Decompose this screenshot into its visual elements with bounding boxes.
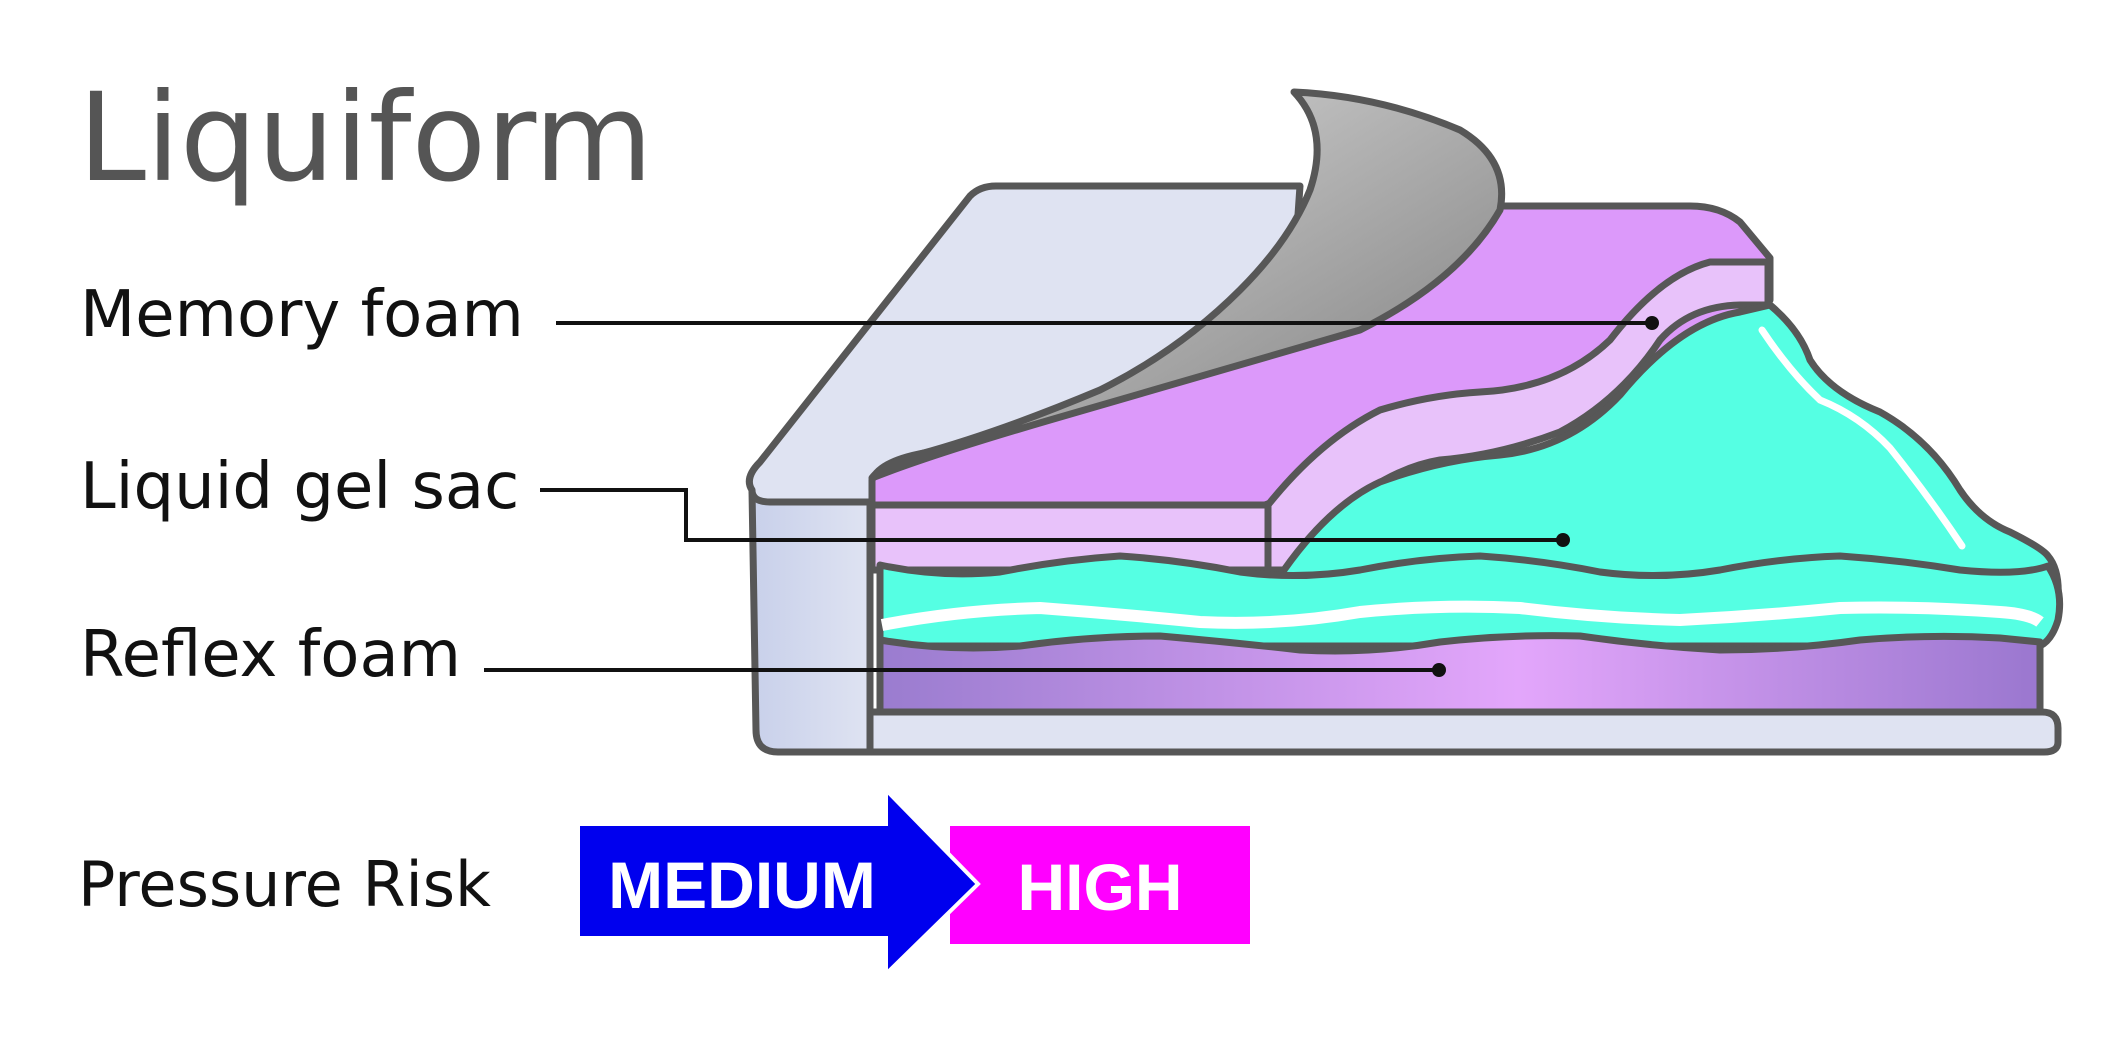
reflex-foam-block <box>876 632 2044 716</box>
reflex-foam-label: Reflex foam <box>80 618 461 692</box>
cushion-cover-top <box>745 182 1304 506</box>
gel-ripple <box>880 600 2044 631</box>
risk-badge-high <box>950 826 1250 944</box>
layer-label-memory-foam: Memory foam <box>80 278 1659 352</box>
memory-foam-dot <box>1645 316 1659 330</box>
gel-highlight <box>1758 326 1966 550</box>
risk-badge-medium <box>580 792 978 972</box>
memory-foam-label: Memory foam <box>80 278 524 352</box>
risk-arrow-tip-edge <box>886 790 981 974</box>
liquid-gel-sac-leader <box>540 488 1562 542</box>
cover-peel-flap <box>868 88 1506 482</box>
pressure-risk-section: Pressure Risk HIGH MEDIUM <box>78 790 1250 974</box>
cushion-illustration <box>745 88 2064 756</box>
diagram-title: Liquiform <box>78 67 653 209</box>
risk-badge-medium-text: MEDIUM <box>608 848 876 922</box>
risk-badge-high-text: HIGH <box>1018 850 1183 924</box>
cushion-left-side <box>748 486 874 756</box>
layer-label-liquid-gel-sac: Liquid gel sac <box>80 450 1570 547</box>
pressure-risk-label: Pressure Risk <box>78 848 491 921</box>
liquid-gel-sac-label: Liquid gel sac <box>80 450 519 524</box>
cushion-bottom-plate <box>866 708 2062 756</box>
layer-label-reflex-foam: Reflex foam <box>80 618 1446 692</box>
reflex-foam-dot <box>1432 663 1446 677</box>
liquid-gel-sac-dot <box>1556 533 1570 547</box>
